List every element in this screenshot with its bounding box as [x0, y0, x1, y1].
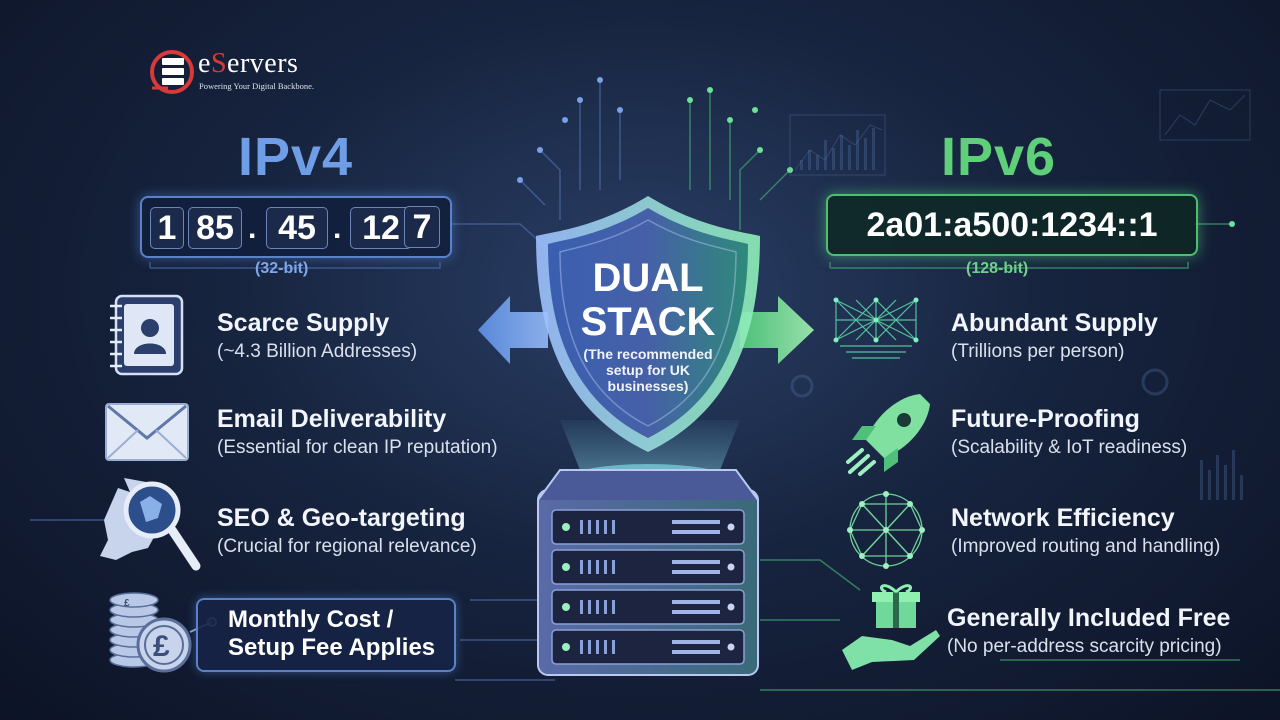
feature-title: Generally Included Free: [947, 604, 1231, 632]
brand-tagline: Powering Your Digital Backbone.: [199, 81, 314, 91]
dual-stack-note: (The recommended setup for UK businesses…: [583, 346, 713, 394]
address-book-icon: [110, 294, 184, 376]
feature-subtitle: (No per-address scarcity pricing): [947, 636, 1222, 657]
feature-subtitle: (Scalability & IoT readiness): [951, 437, 1188, 458]
feature-title: Scarce Supply: [217, 309, 390, 337]
feature-title: Network Efficiency: [951, 504, 1175, 532]
envelope-icon: [105, 403, 189, 461]
eservers-logo: [150, 50, 194, 94]
feature-title: SEO & Geo-targeting: [217, 504, 466, 532]
feature-title: Abundant Supply: [951, 309, 1158, 337]
ipv4-octet: 12: [350, 207, 412, 249]
dual-stack-line1: DUAL: [592, 256, 704, 300]
feature-subtitle: (Essential for clean IP reputation): [217, 437, 498, 458]
svg-text:£: £: [124, 598, 130, 609]
ipv4-title: IPv4: [238, 127, 354, 187]
left-arrow: [478, 296, 548, 364]
right-arrow: [740, 296, 814, 364]
cost-callout-text: Monthly Cost / Setup Fee Applies: [228, 606, 436, 661]
svg-text:£: £: [153, 630, 170, 663]
ipv4-octet: 85: [188, 207, 242, 249]
uk-map-magnifier-icon: [100, 478, 201, 571]
pound-coins-icon: £ £: [109, 592, 217, 673]
feature-title: Future-Proofing: [951, 405, 1140, 433]
brand-name: eServers: [198, 48, 299, 79]
cost-callout: [196, 598, 456, 672]
ipv6-title: IPv6: [941, 127, 1057, 187]
rocket-icon: [846, 394, 930, 476]
ipv4-bit-length: (32-bit): [255, 260, 309, 277]
ipv4-address-box: 1 85 . 45 . 12 .: [140, 196, 452, 258]
ipv4-dot: .: [333, 212, 342, 245]
feature-subtitle: (Improved routing and handling): [951, 536, 1221, 557]
ipv4-dot: .: [248, 212, 257, 245]
ipv4-octet: 45: [266, 207, 328, 249]
ipv6-bit-length: (128-bit): [966, 260, 1029, 277]
ipv4-octet: 7: [404, 206, 440, 248]
gift-hand-icon: [842, 584, 940, 670]
feature-title: Email Deliverability: [217, 405, 447, 433]
shield-icon: [536, 196, 760, 452]
feature-subtitle: (~4.3 Billion Addresses): [217, 341, 418, 362]
dual-stack-line2: STACK: [580, 300, 716, 344]
ipv6-address-box: 2a01:a500:1234::1: [826, 194, 1198, 256]
ipv4-octet: 1: [150, 207, 184, 249]
mesh-network-icon: [835, 299, 917, 359]
feature-subtitle: (Trillions per person): [951, 341, 1125, 362]
server-rack-icon: [537, 469, 759, 676]
feature-subtitle: (Crucial for regional relevance): [217, 536, 477, 557]
